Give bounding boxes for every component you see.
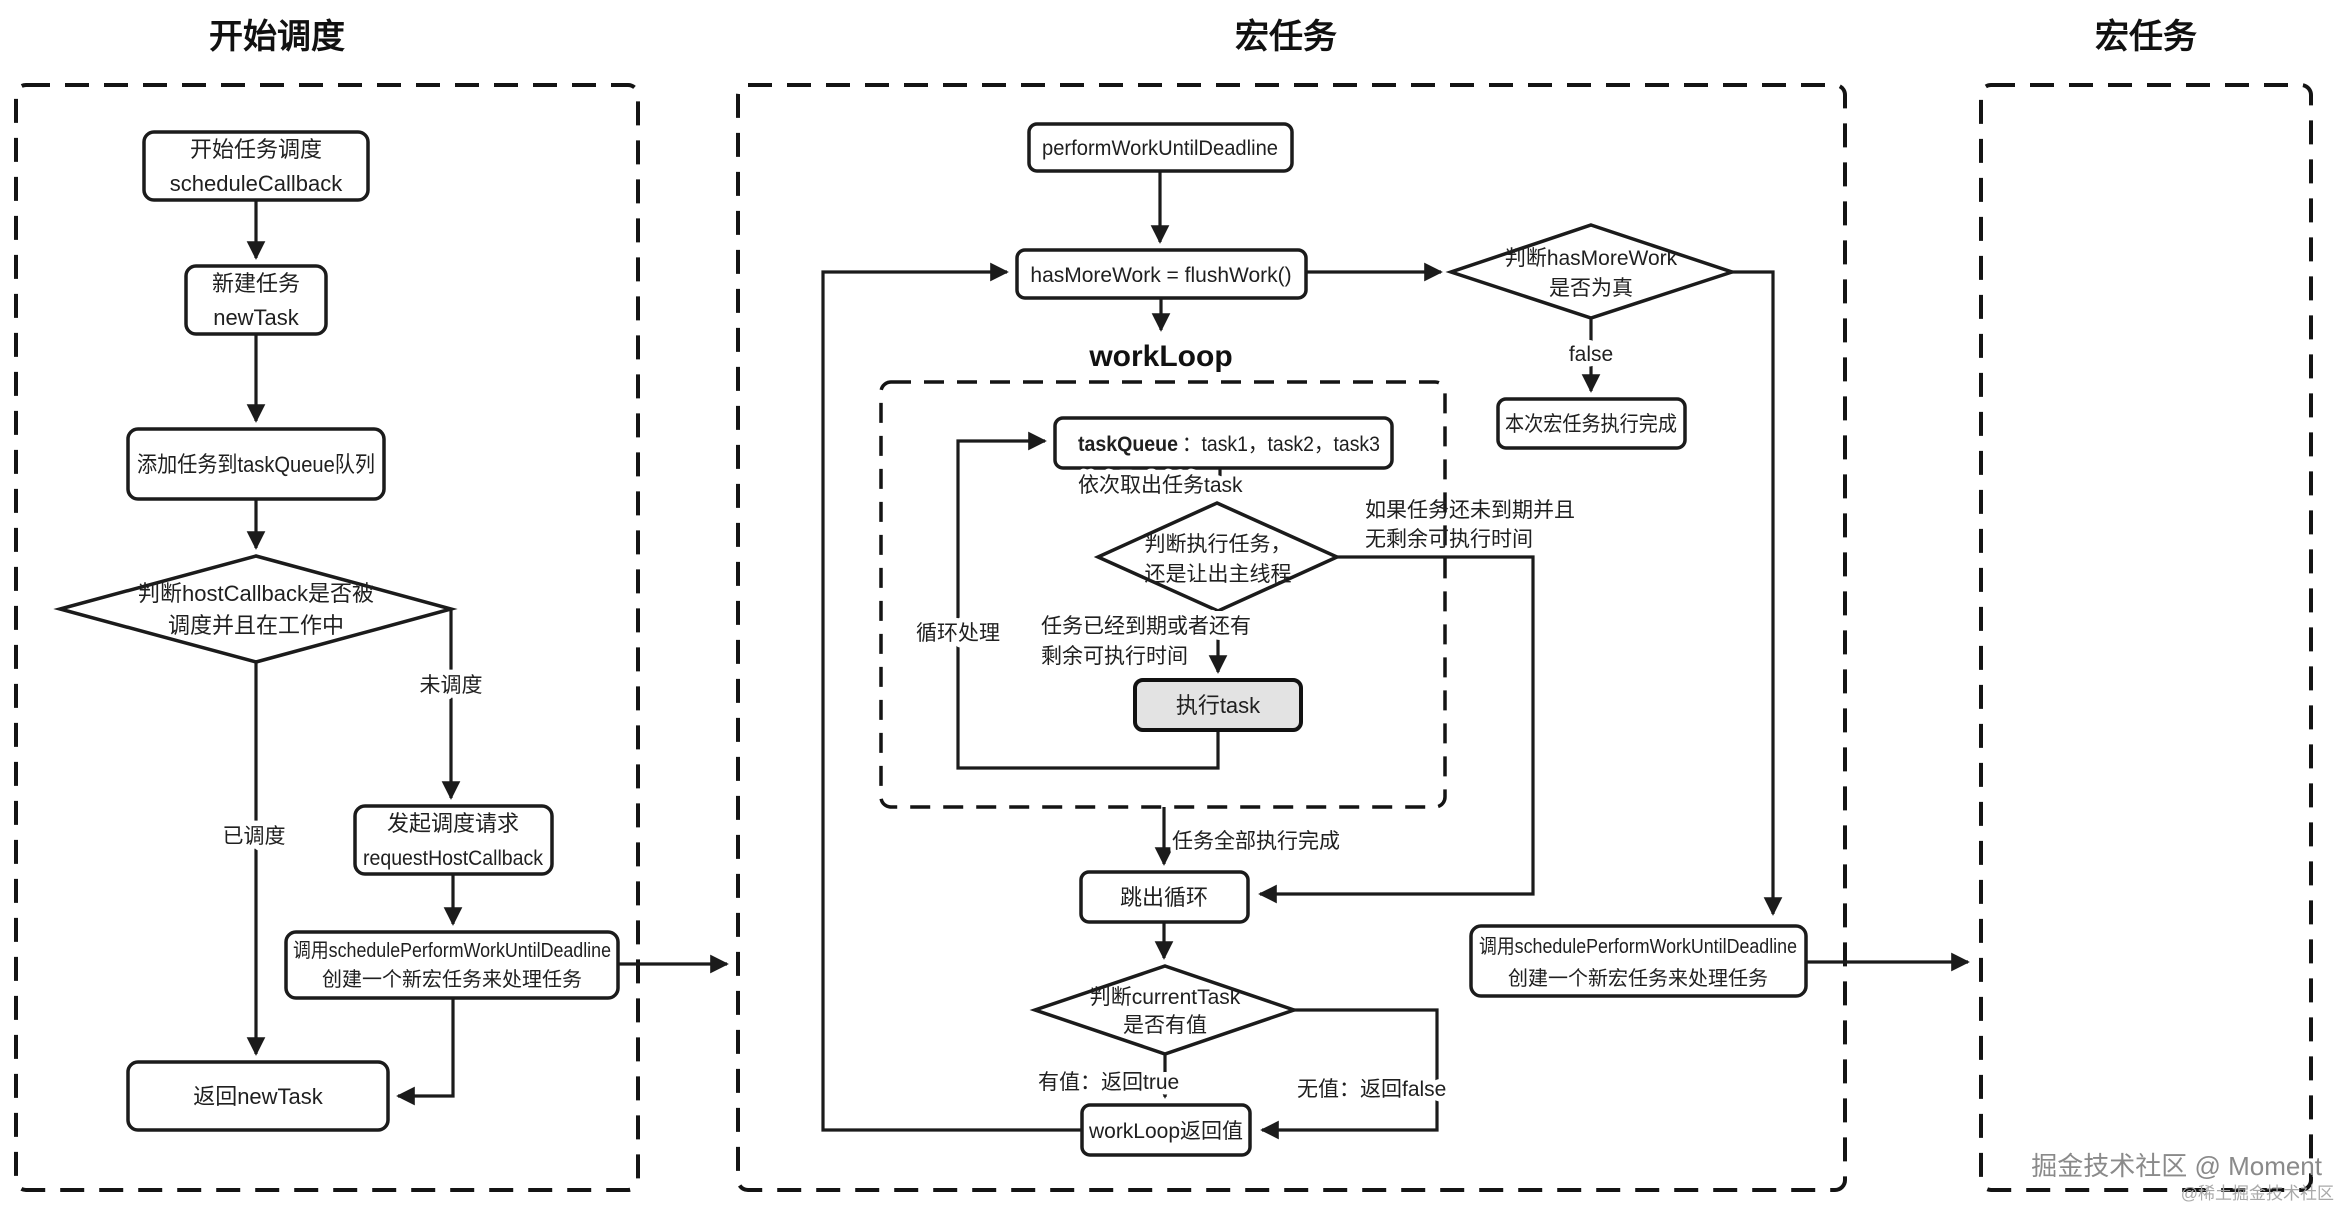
decision-currenttask <box>1029 964 1300 1056</box>
connector-yield-to-break <box>1258 555 1535 904</box>
edge-label-loop: 循环处理 <box>916 622 1000 645</box>
decision-currenttask-line1: 判断currentTask <box>1090 986 1241 1009</box>
edge-label-expired-line1: 任务已经到期或者还有 <box>1041 615 1251 638</box>
node-add-task-queue-label: 添加任务到taskQueue队列 <box>137 452 375 477</box>
node-hasmorework-flushwork <box>1015 248 1308 300</box>
edge-label-scheduled: 已调度 <box>223 825 286 848</box>
node-return-newtask <box>126 1060 390 1132</box>
edge-label-not-scheduled: 未调度 <box>420 674 483 697</box>
connector-novalue-to-return <box>1260 1008 1439 1140</box>
dashed-box-macrotask-2 <box>1979 83 2313 1192</box>
column-title-macrotask-2: 宏任务 <box>2095 17 2197 56</box>
connector-return-to-hasmore <box>821 262 1082 1132</box>
node-request-host-callback-line1: 发起调度请求 <box>387 811 519 836</box>
node-start-schedule <box>142 130 370 202</box>
edge-label-expired-line2: 剩余可执行时间 <box>1041 645 1188 668</box>
connector-loop-back-to-taskqueue <box>956 431 1220 770</box>
node-task-queue <box>1053 416 1394 470</box>
node-perform-work-until-deadline-label: performWorkUntilDeadline <box>1042 137 1278 160</box>
decision-hasmorework-line1: 判断hasMoreWork <box>1505 247 1678 270</box>
node-schedule-perform-right-line1: 调用schedulePerformWorkUntilDeadline <box>1479 935 1797 958</box>
node-start-schedule-line1: 开始任务调度 <box>190 137 322 162</box>
watermark-main: 掘金技术社区 @ Moment <box>2031 1151 2323 1181</box>
decision-hasmorework-line2: 是否为真 <box>1549 277 1633 300</box>
edge-label-all-done: 任务全部执行完成 <box>1172 830 1340 853</box>
watermark-sub: @稀土掘金技术社区 <box>2181 1184 2334 1203</box>
column-title-start-schedule: 开始调度 <box>209 18 345 56</box>
node-macrotask-done <box>1496 397 1687 450</box>
decision-hostcallback <box>53 554 458 664</box>
node-new-task-line1: 新建任务 <box>212 271 300 296</box>
node-new-task-line2: newTask <box>213 305 300 330</box>
connector-true-to-schedule <box>1732 270 1783 916</box>
edge-label-not-expired-line2: 无剩余可执行时间 <box>1365 528 1533 551</box>
dashed-box-macrotask-1 <box>736 83 1847 1192</box>
node-schedule-perform-left-line2: 创建一个新宏任务来处理任务 <box>322 968 582 991</box>
node-break-loop <box>1079 870 1250 924</box>
decision-hostcallback-line1: 判断hostCallback是否被 <box>138 581 374 606</box>
watermark-main-shadow: 掘金技术社区 @ Moment <box>2033 1153 2325 1183</box>
node-new-task <box>184 264 328 336</box>
node-macrotask-done-label: 本次宏任务执行完成 <box>1505 413 1677 436</box>
node-execute-task-label: 执行task <box>1176 693 1261 718</box>
edge-label-not-expired-line1: 如果任务还未到期并且 <box>1365 499 1575 522</box>
workloop-title: workLoop <box>1088 340 1232 373</box>
node-return-newtask-label: 返回newTask <box>193 1084 324 1109</box>
node-schedule-perform-right-line2: 创建一个新宏任务来处理任务 <box>1508 967 1768 990</box>
node-task-queue-bold: taskQueue <box>1078 433 1178 456</box>
decision-execute-or-yield-line1: 判断执行任务， <box>1145 533 1292 556</box>
node-task-queue-items: ：task1，task2，task3 <box>1182 433 1380 456</box>
node-start-schedule-line2: scheduleCallback <box>170 171 343 196</box>
edge-label-has-value: 有值：返回true <box>1038 1071 1179 1094</box>
decision-currenttask-line2: 是否有值 <box>1123 1014 1207 1037</box>
column-title-macrotask-1: 宏任务 <box>1235 17 1337 56</box>
decision-execute-or-yield-line2: 还是让出主线程 <box>1145 563 1292 586</box>
dashed-box-workloop <box>879 380 1447 809</box>
node-perform-work-until-deadline <box>1027 122 1294 173</box>
connector-schedule-to-return <box>396 998 455 1106</box>
decision-hostcallback-line2: 调度并且在工作中 <box>168 613 344 638</box>
edge-label-no-value: 无值：返回false <box>1297 1078 1446 1101</box>
decision-hasmorework <box>1445 223 1738 320</box>
edge-label-take-task: 依次取出任务task <box>1078 474 1243 497</box>
node-workloop-return-label: workLoop返回值 <box>1088 1120 1243 1143</box>
node-workloop-return <box>1080 1103 1252 1157</box>
node-schedule-perform-right <box>1469 924 1808 998</box>
node-execute-task <box>1133 678 1303 732</box>
decision-execute-or-yield <box>1093 501 1342 613</box>
node-schedule-perform-left-line1: 调用schedulePerformWorkUntilDeadline <box>293 939 611 962</box>
node-schedule-perform-left <box>284 930 620 1000</box>
edge-label-false: false <box>1569 343 1613 366</box>
node-hasmorework-flushwork-label: hasMoreWork = flushWork() <box>1030 264 1291 287</box>
node-request-host-callback <box>353 804 554 876</box>
node-add-task-queue <box>126 427 386 501</box>
node-break-loop-label: 跳出循环 <box>1120 885 1208 910</box>
node-request-host-callback-line2: requestHostCallback <box>363 847 543 870</box>
